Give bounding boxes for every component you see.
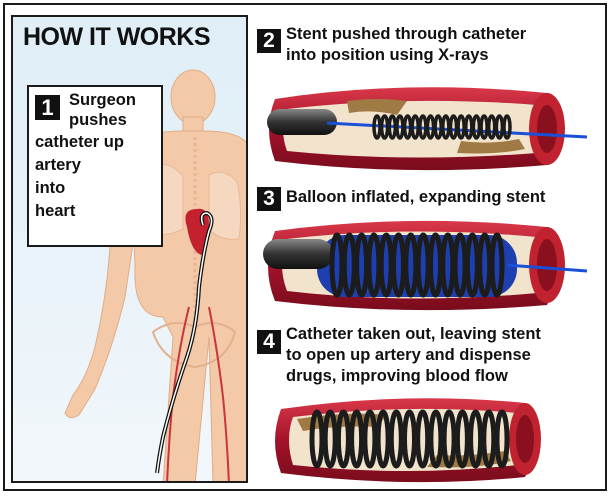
step-3-artery-illustration [257, 213, 602, 318]
infographic-frame: HOW IT WORKS 1 Surgeon pushes catheter u… [3, 3, 607, 491]
step-2-line-1: Stent pushed through catheter [286, 25, 526, 43]
step-1-label-box: 1 Surgeon pushes catheter up artery into… [27, 85, 163, 247]
step-1-line-3: catheter up [35, 133, 124, 152]
step-1-line-6: heart [35, 202, 75, 221]
expanded-stent [332, 235, 502, 295]
page-title: HOW IT WORKS [23, 23, 210, 52]
catheter [267, 109, 337, 135]
step-4-artery-illustration [267, 391, 567, 487]
step-3-line-1: Balloon inflated, expanding stent [286, 188, 545, 206]
step-2-artery-illustration [257, 79, 602, 179]
compressed-stent [374, 116, 510, 138]
step-1-line-5: into [35, 179, 65, 198]
step-4-number: 4 [257, 330, 281, 354]
step-1-number: 1 [35, 95, 60, 120]
body-diagram-panel: HOW IT WORKS 1 Surgeon pushes catheter u… [11, 15, 248, 483]
catheter [263, 239, 333, 269]
step-4-line-3: drugs, improving blood flow [286, 367, 508, 385]
step-1-line-2: pushes [69, 111, 127, 130]
step-2-line-2: into position using X-rays [286, 46, 489, 64]
step-4-line-1: Catheter taken out, leaving stent [286, 325, 541, 343]
step-2-number: 2 [257, 29, 281, 53]
step-1-line-1: Surgeon [69, 91, 136, 110]
step-4-line-2: to open up artery and dispense [286, 346, 531, 364]
step-1-line-4: artery [35, 156, 81, 175]
step-3-number: 3 [257, 187, 281, 211]
